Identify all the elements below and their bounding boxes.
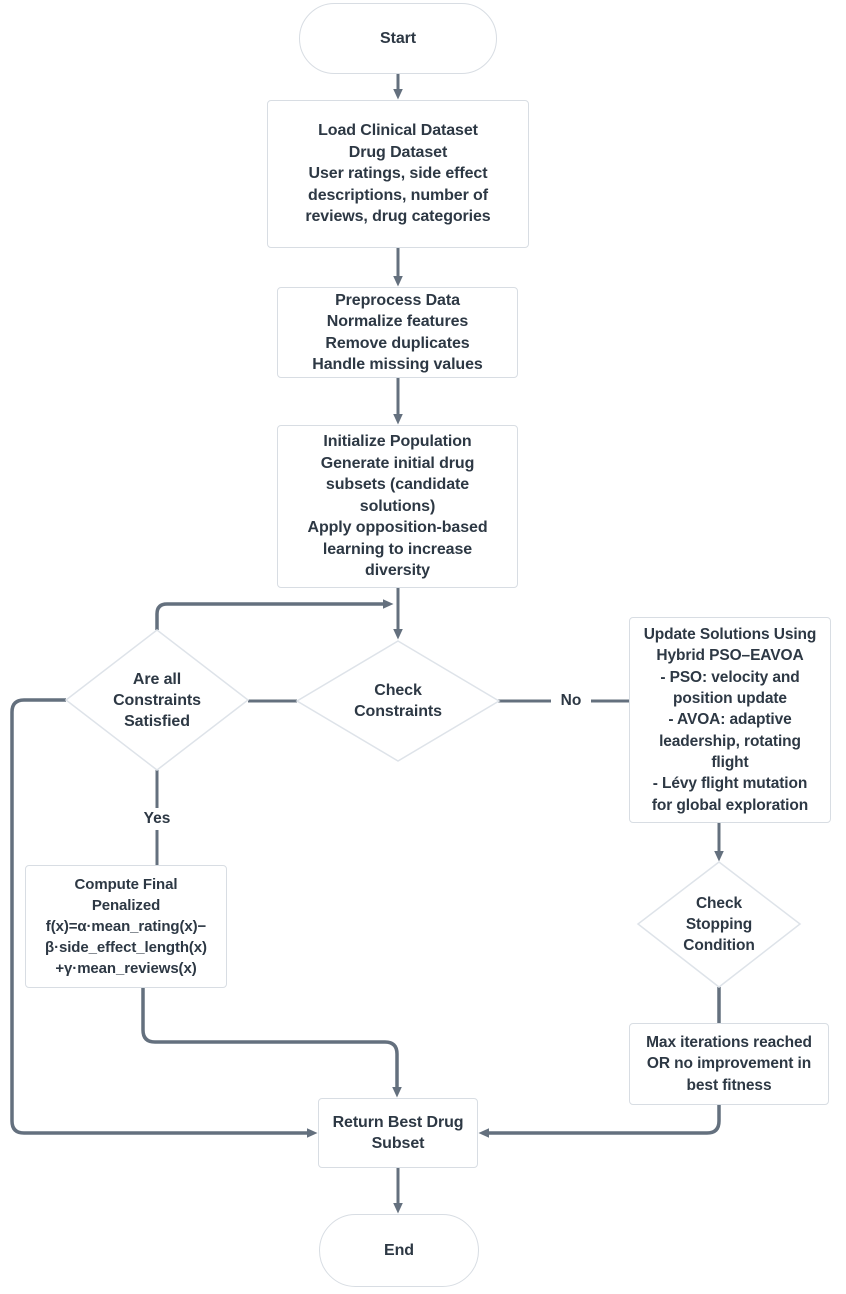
check-constraints-diamond (295, 640, 501, 762)
max-iterations-node: Max iterations reached OR no improvement… (629, 1023, 829, 1105)
edge-stopping-to-return (478, 987, 721, 1138)
are-all-constraints-diamond (64, 629, 250, 771)
start-node: Start (299, 3, 497, 74)
compute-final-node: Compute Final Penalized f(x)=α·mean_rati… (25, 865, 227, 988)
check-stopping-label: Check Stopping Condition (683, 894, 755, 955)
edge-label-yes: Yes (137, 808, 177, 830)
end-node: End (319, 1214, 479, 1287)
return-best-node: Return Best Drug Subset (318, 1098, 478, 1168)
edge-areall-loop-to-junction (155, 599, 394, 630)
preprocess-node: Preprocess Data Normalize features Remov… (277, 287, 518, 378)
update-solutions-node: Update Solutions Using Hybrid PSO–EAVOA … (629, 617, 831, 823)
edge-compute-to-return (141, 988, 402, 1098)
edge-label-no: No (551, 690, 591, 712)
initialize-population-node: Initialize Population Generate initial d… (277, 425, 518, 588)
edge-areall-to-return (10, 698, 318, 1138)
are-all-constraints-label: Are all Constraints Satisfied (113, 670, 201, 730)
check-constraints-label: Check Constraints (354, 682, 442, 720)
check-stopping-diamond (636, 861, 802, 988)
load-dataset-node: Load Clinical Dataset Drug Dataset User … (267, 100, 529, 248)
